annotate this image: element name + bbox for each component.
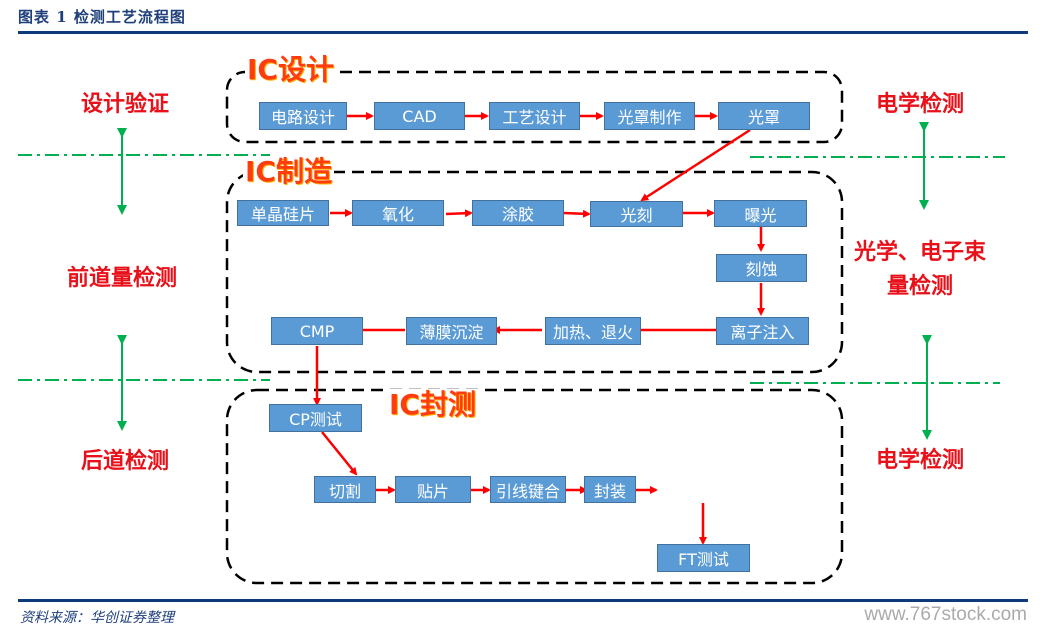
- step-die-attach: 贴片: [395, 476, 471, 503]
- step-ion-implantation: 离子注入: [716, 317, 809, 345]
- group-ic-manufacturing: [225, 170, 844, 374]
- section-label-ic-design: IC设计: [245, 53, 336, 86]
- arrow: [640, 128, 751, 202]
- step-cmp: CMP: [271, 317, 363, 345]
- top-divider: [18, 31, 1028, 34]
- step-thin-film-deposition: 薄膜沉淀: [406, 317, 497, 345]
- step-process-design: 工艺设计: [489, 102, 580, 130]
- bottom-divider: [18, 599, 1028, 602]
- step-coating: 涂胶: [472, 200, 564, 226]
- right-label-optical-ebeam-metrology: 光学、电子束 量检测: [830, 236, 1010, 304]
- figure-title: 图表 1 检测工艺流程图: [18, 8, 186, 26]
- arrow: [445, 209, 473, 218]
- left-label-design-verification: 设计验证: [80, 92, 169, 117]
- step-ft-test: FT测试: [657, 544, 750, 572]
- step-oxidation: 氧化: [352, 200, 444, 226]
- step-mask: 光罩: [718, 102, 810, 130]
- step-circuit-design: 电路设计: [259, 102, 347, 130]
- step-cp-test: CP测试: [269, 404, 362, 432]
- step-lithography: 光刻: [590, 201, 683, 227]
- right-label-line-1: 光学、电子束: [853, 240, 986, 265]
- right-label-electrical-test-1: 电学检测: [875, 92, 964, 117]
- step-mask-making: 光罩制作: [604, 102, 695, 130]
- step-wire-bonding: 引线键合: [490, 476, 566, 503]
- step-packaging: 封装: [584, 476, 636, 503]
- right-label-line-2: 量检测: [886, 274, 953, 299]
- step-etching: 刻蚀: [716, 254, 807, 282]
- group-ic-packaging: [225, 388, 844, 585]
- step-silicon-wafer: 单晶硅片: [237, 200, 329, 226]
- step-exposure: 曝光: [714, 200, 807, 227]
- arrow: [563, 209, 591, 218]
- section-label-ic-packaging: IC封测: [387, 388, 478, 421]
- right-label-electrical-test-2: 电学检测: [875, 448, 964, 473]
- section-label-ic-manufacturing: IC制造: [243, 155, 334, 188]
- left-label-back-end-test: 后道检测: [80, 449, 169, 474]
- source-note: 资料来源：华创证券整理: [20, 610, 174, 626]
- step-dicing: 切割: [314, 476, 376, 503]
- watermark: www.767stock.com: [864, 604, 1027, 625]
- group-ic-design: [225, 70, 844, 144]
- step-cad: CAD: [374, 102, 465, 130]
- step-annealing: 加热、退火: [545, 317, 641, 345]
- left-label-front-end-metrology: 前道量检测: [66, 266, 177, 291]
- arrow: [321, 431, 358, 476]
